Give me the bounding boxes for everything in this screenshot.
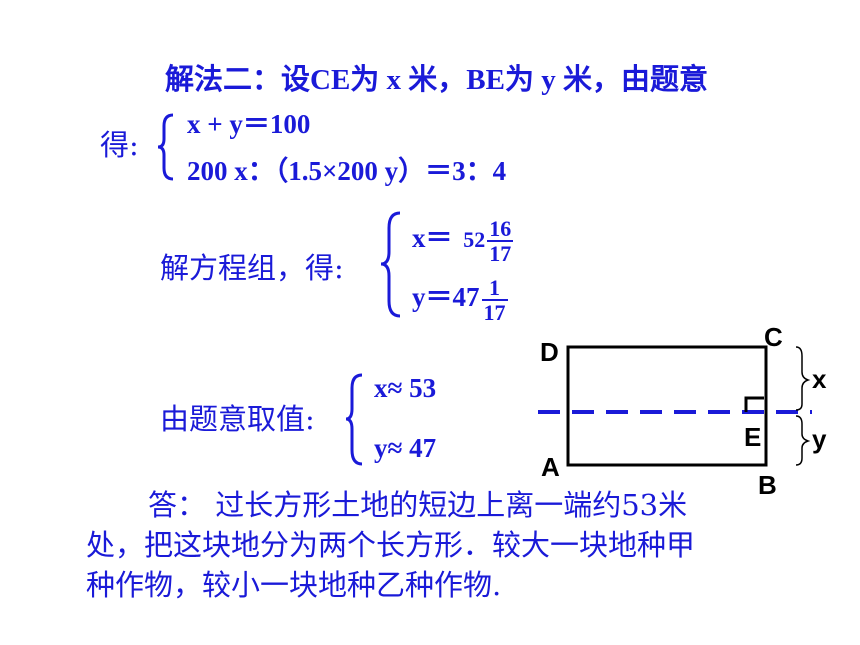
label-E: E bbox=[744, 422, 762, 452]
de-label: 得: bbox=[100, 128, 139, 162]
left-brace-icon bbox=[157, 113, 174, 181]
system1-eq1: x + y＝100 bbox=[187, 109, 311, 139]
solve-y-prefix: y＝47 bbox=[412, 282, 480, 312]
label-x: x bbox=[812, 364, 827, 394]
land-rectangle bbox=[566, 345, 768, 467]
answer-line3: 种作物，较小一块地种乙种作物. bbox=[86, 568, 502, 602]
system1-eq2: 200 x：（1.5×200 y）＝3：4 bbox=[187, 156, 507, 186]
answer-line1: 答： 过长方形土地的短边上离一端约53米 bbox=[148, 488, 688, 522]
solve-x-whole: 52 bbox=[463, 227, 486, 252]
label-A: A bbox=[541, 452, 560, 482]
label-y: y bbox=[812, 424, 827, 454]
answer-line2: 处，把这块地分为两个长方形．较大一块地种甲 bbox=[86, 528, 696, 562]
left-brace-icon bbox=[345, 373, 363, 466]
rectangle-diagram bbox=[538, 345, 812, 467]
approx-x: x≈ 53 bbox=[374, 373, 437, 403]
intro-line: 解法二：设CE为 x 米，BE为 y 米，由题意 bbox=[165, 64, 708, 96]
label-C: C bbox=[764, 322, 783, 352]
solve-label: 解方程组，得: bbox=[160, 251, 344, 285]
solve-x-prefix: x＝ bbox=[412, 223, 453, 253]
solve-y-numerator: 1 bbox=[481, 276, 508, 301]
approx-y: y≈ 47 bbox=[374, 433, 437, 463]
left-brace-icon bbox=[380, 211, 401, 318]
brace-x-icon bbox=[795, 346, 811, 411]
brace-y-icon bbox=[795, 415, 811, 466]
solve-y-denominator: 17 bbox=[483, 299, 506, 325]
approx-label: 由题意取值: bbox=[160, 402, 315, 436]
label-D: D bbox=[540, 337, 559, 367]
label-B: B bbox=[758, 470, 777, 500]
solve-x-numerator: 16 bbox=[487, 215, 514, 242]
right-angle-mark bbox=[744, 396, 764, 412]
solve-x-denominator: 17 bbox=[489, 240, 512, 266]
